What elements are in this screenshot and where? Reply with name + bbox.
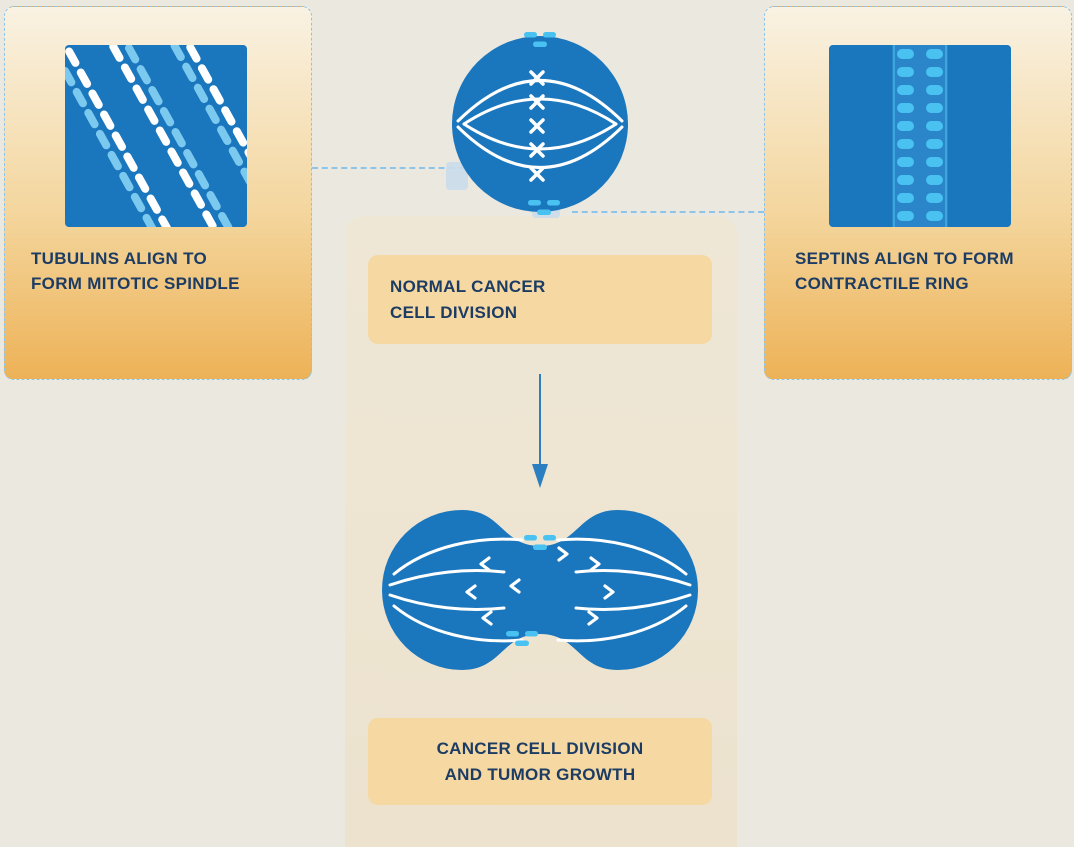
- tubulin-caption-line2: FORM MITOTIC SPINDLE: [31, 273, 240, 293]
- septin-caption-line2: CONTRACTILE RING: [795, 273, 969, 293]
- chromosome-chevrons: [465, 546, 615, 626]
- tubulin-dashed-filaments: [65, 45, 247, 227]
- tubulin-caption: TUBULINS ALIGN TO FORM MITOTIC SPINDLE: [31, 247, 240, 296]
- tubulin-caption-line1: TUBULINS ALIGN TO: [31, 249, 208, 268]
- normal-cell-division-illustration: [446, 32, 628, 218]
- right-dashed-connector-line: [572, 211, 764, 213]
- dividing-cell-illustration: [382, 510, 698, 670]
- dividing-cell-body: [382, 510, 698, 670]
- tubulin-callout-box: TUBULINS ALIGN TO FORM MITOTIC SPINDLE: [4, 6, 312, 380]
- down-arrow-icon: [532, 374, 548, 488]
- septin-callout-box: SEPTINS ALIGN TO FORM CONTRACTILE RING: [764, 6, 1072, 380]
- septin-ring-icon: [829, 45, 1011, 227]
- tumor-growth-label-line2: AND TUMOR GROWTH: [444, 764, 636, 784]
- spindle-fibers: [388, 537, 692, 643]
- normal-division-label-line1: NORMAL CANCER: [390, 277, 546, 296]
- normal-division-label-line2: CELL DIVISION: [390, 302, 518, 322]
- septin-caption: SEPTINS ALIGN TO FORM CONTRACTILE RING: [795, 247, 1014, 296]
- septin-ladder-rungs: [897, 49, 943, 221]
- tumor-growth-label: CANCER CELL DIVISION AND TUMOR GROWTH: [368, 718, 712, 805]
- tumor-growth-label-line1: CANCER CELL DIVISION: [436, 739, 644, 758]
- membrane-patch-left: [446, 162, 468, 190]
- chromosome-x-marks: [529, 70, 545, 182]
- tubulin-filaments-icon: [65, 45, 247, 227]
- septin-caption-line1: SEPTINS ALIGN TO FORM: [795, 249, 1014, 268]
- left-dashed-connector-line: [312, 167, 464, 169]
- normal-division-label: NORMAL CANCER CELL DIVISION: [368, 255, 712, 344]
